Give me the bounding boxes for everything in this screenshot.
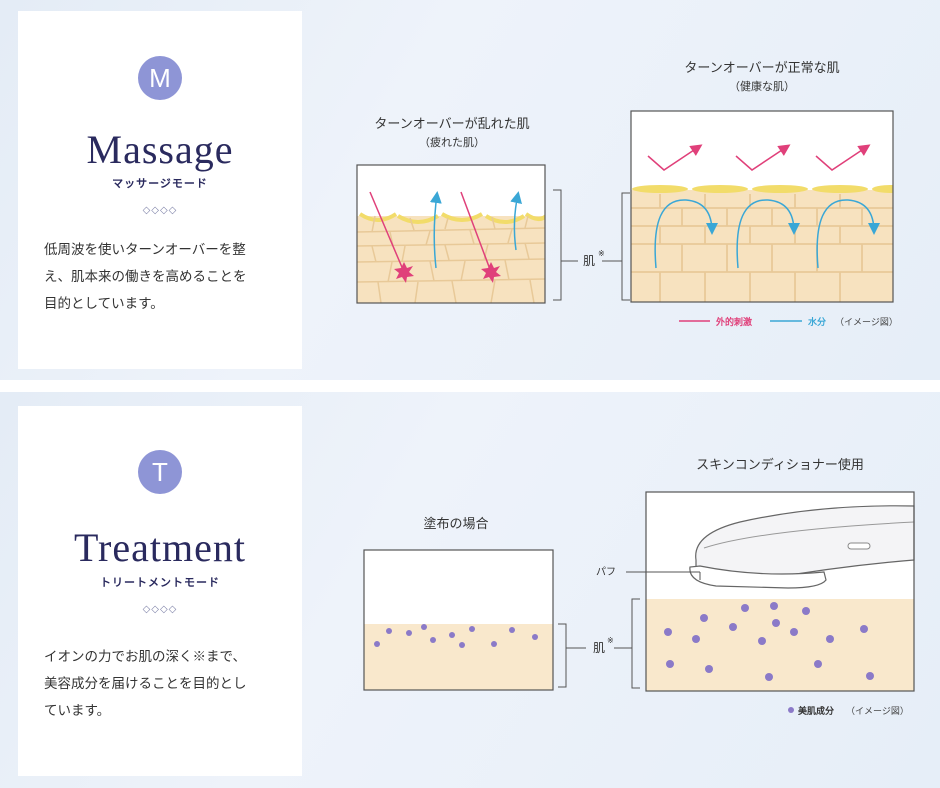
right-heading: ターンオーバーが正常な肌 — [684, 61, 839, 76]
skin-conditioner-device — [689, 505, 915, 589]
massage-subtitle: マッサージモード — [112, 177, 208, 190]
massage-ornament: ◇◇◇◇ — [142, 205, 178, 216]
conditioner-heading: スキンコンディショナー使用 — [696, 457, 864, 473]
treatment-legend-image-note: （イメージ図） — [846, 706, 909, 717]
application-heading: 塗布の場合 — [423, 516, 488, 532]
conditioner-skin-box: パフ — [596, 491, 915, 692]
application-skin-box — [363, 549, 554, 691]
legend-stimulus: 外的刺激 — [715, 316, 752, 328]
massage-description-line: 目的としています。 — [44, 296, 164, 312]
legend-water: 水分 — [808, 316, 826, 328]
legend-image-note: （イメージ図） — [835, 317, 898, 328]
puff-label: パフ — [596, 566, 616, 578]
skin-note-mark: ※ — [598, 249, 605, 258]
left-heading: ターンオーバーが乱れた肌 — [374, 117, 529, 132]
massage-turnover-diagram: ターンオーバーが乱れた肌 （疲れた肌） ターンオーバーが正常な肌 （健康な肌） — [356, 61, 898, 328]
treatment-skin-note-mark: ※ — [607, 636, 614, 645]
massage-description-line: え、肌本来の働きを高めることを — [44, 269, 247, 285]
treatment-description-line: ています。 — [44, 703, 111, 719]
massage-section: M Massage マッサージモード ◇◇◇◇ 低周波を使いターンオーバーを整 … — [0, 0, 940, 380]
skin-label: 肌 — [583, 254, 595, 268]
massage-description-line: 低周波を使いターンオーバーを整 — [44, 242, 246, 258]
treatment-skin-label: 肌 — [593, 641, 605, 655]
massage-legend: 外的刺激 水分 （イメージ図） — [679, 316, 898, 328]
treatment-badge: T — [138, 450, 182, 494]
treatment-description: イオンの力でお肌の深く※まで、 美容成分を届けることを目的とし ています。 — [44, 644, 284, 725]
treatment-section: T Treatment トリートメントモード ◇◇◇◇ イオンの力でお肌の深く※… — [0, 392, 940, 788]
treatment-description-line: 美容成分を届けることを目的とし — [44, 676, 247, 692]
massage-badge: M — [138, 56, 182, 100]
left-subheading: （疲れた肌） — [419, 135, 485, 149]
treatment-ornament: ◇◇◇◇ — [142, 604, 178, 615]
massage-mode-card: M Massage マッサージモード ◇◇◇◇ 低周波を使いターンオーバーを整 … — [18, 11, 302, 369]
disordered-skin-box — [357, 165, 545, 303]
treatment-title: Treatment — [74, 525, 246, 570]
right-subheading: （健康な肌） — [729, 79, 795, 93]
treatment-subtitle: トリートメントモード — [100, 576, 220, 589]
treatment-ion-diagram: 塗布の場合 スキンコンディショナー使用 — [363, 457, 915, 717]
massage-title: Massage — [86, 127, 234, 172]
massage-description: 低周波を使いターンオーバーを整 え、肌本来の働きを高めることを 目的としています… — [44, 237, 284, 318]
legend-ingredient: 美肌成分 — [798, 705, 834, 717]
treatment-mode-card: T Treatment トリートメントモード ◇◇◇◇ イオンの力でお肌の深く※… — [18, 406, 302, 776]
treatment-legend: 美肌成分 （イメージ図） — [788, 705, 909, 717]
treatment-description-line: イオンの力でお肌の深く※まで、 — [44, 649, 246, 665]
healthy-skin-box — [631, 111, 893, 302]
